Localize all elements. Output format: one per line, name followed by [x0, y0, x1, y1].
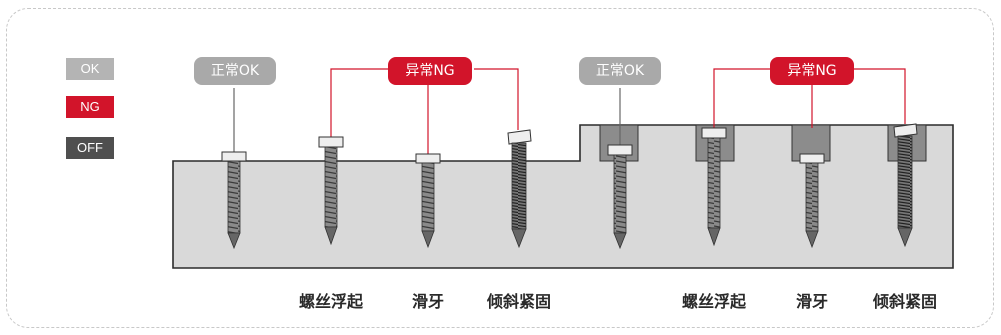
badge-abnormal-ng: 异常NG	[388, 57, 472, 85]
leader-line-ng	[854, 68, 906, 124]
caption-floating: 螺丝浮起	[681, 292, 746, 311]
screw-stripped	[415, 153, 441, 249]
legend-ok: OK	[66, 58, 114, 80]
leader-line-ng	[474, 68, 519, 130]
workpiece-block	[172, 124, 954, 269]
leader-line-ng	[330, 68, 392, 137]
leader-line-ng	[713, 68, 774, 128]
badge-abnormal-ng: 异常NG	[770, 57, 854, 85]
screw-floating	[701, 127, 727, 247]
badge-normal-ok: 正常OK	[194, 57, 276, 85]
caption-floating: 螺丝浮起	[298, 292, 363, 311]
diagram-frame	[6, 8, 994, 328]
caption-tilted: 倾斜紧固	[486, 292, 551, 311]
screw-normal	[607, 144, 633, 250]
screw-tilted	[893, 123, 918, 248]
caption-stripped: 滑牙	[411, 292, 444, 311]
legend-off: OFF	[66, 137, 114, 159]
screw-stripped	[799, 153, 825, 249]
screw-normal	[221, 151, 247, 250]
screw-tilted	[507, 129, 532, 249]
badge-normal-ok: 正常OK	[579, 57, 661, 85]
caption-stripped: 滑牙	[795, 292, 828, 311]
screw-floating	[318, 136, 344, 246]
caption-tilted: 倾斜紧固	[872, 292, 937, 311]
legend-ng: NG	[66, 96, 114, 118]
